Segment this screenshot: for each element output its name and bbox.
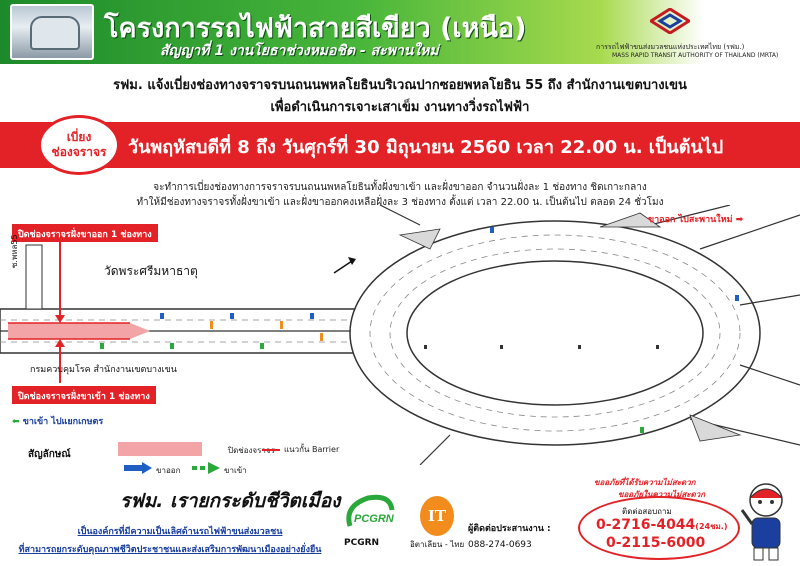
traffic-island — [398, 228, 441, 250]
notice-line-2: เพื่อดำเนินการเจาะเสาเข็ม งานทางวิ่งรถไฟ… — [270, 100, 530, 115]
outbound-marker — [735, 295, 739, 301]
italian-thai-logo-icon: IT — [420, 496, 454, 536]
badge-line-2: ช่องจราจร — [51, 145, 107, 159]
road-branch — [649, 205, 731, 226]
roundabout-island — [406, 260, 704, 406]
legend-closed-swatch — [118, 442, 202, 456]
outbound-direction-label: ขาออก ไปสะพานใหม่ ➡ — [648, 212, 743, 226]
outbound-marker — [310, 313, 314, 319]
work-block — [424, 345, 427, 349]
north-arrow-head — [348, 257, 356, 265]
arrow-right-icon: ➡ — [735, 215, 744, 225]
north-arrow — [333, 260, 353, 274]
outbound-arrow-icon — [124, 462, 152, 474]
pcgrn-logo-text: PCGRN — [354, 513, 395, 525]
org-vision-line-1: เป็นองค์กรที่มีความเป็นเลิศด้านรถไฟฟ้าขน… — [77, 527, 283, 537]
skytrain-photo — [10, 4, 94, 60]
road-branch — [739, 294, 800, 306]
apology-line-1: ขออภัยที่ได้รับความไม่สะดวก — [594, 478, 696, 487]
mrta-name-english: MASS RAPID TRANSIT AUTHORITY OF THAILAND… — [612, 52, 779, 59]
inbound-marker — [640, 427, 644, 433]
inbound-direction-text: ขาเข้า ไปแยกเกษตร — [22, 417, 104, 427]
temple-label: วัดพระศรีมหาธาตุ — [104, 264, 198, 278]
contact-phone-1: 0-2716-4044(24ชม.) — [596, 517, 727, 533]
inbound-markers — [100, 343, 644, 433]
outbound-markers — [160, 227, 739, 319]
work-block — [578, 345, 581, 349]
legend-barrier-label: แนวกั้น Barrier — [284, 445, 340, 454]
soi-road — [25, 244, 43, 310]
banner-date-text: วันพฤหัสบดีที่ 8 ถึง วันศุกร์ที่ 30 มิถุ… — [128, 137, 724, 158]
coordinator-phone: 088-274-0693 — [468, 540, 532, 550]
inbound-marker — [100, 343, 104, 349]
inbound-marker — [170, 343, 174, 349]
notice-line-1: รฟม. แจ้งเบี่ยงช่องทางจราจรบนถนนพหลโยธิน… — [113, 78, 687, 93]
offices-label: กรมควบคุมโรค สำนักงานเขตบางเขน — [30, 365, 177, 375]
description-line-2: ทำให้มีช่องทางจราจรทั้งฝั่งขาเข้า และฝั่… — [136, 197, 664, 208]
road-branch — [379, 205, 421, 226]
traffic-diagram — [0, 205, 800, 465]
legend-title: สัญลักษณ์ — [28, 449, 71, 460]
road-branch — [419, 434, 451, 465]
arrow-left-icon: ⬅ — [12, 417, 20, 427]
outbound-direction-text: ขาออก ไปสะพานใหม่ — [648, 215, 733, 225]
work-block — [500, 345, 503, 349]
barrier-marker — [320, 333, 323, 341]
inbound-direction-label: ⬅ ขาเข้า ไปแยกเกษตร — [12, 414, 103, 428]
inbound-marker — [260, 343, 264, 349]
lane-diversion-badge: เบี่ยง ช่องจราจร — [38, 115, 120, 175]
mrta-name-thai: การรถไฟฟ้าขนส่งมวลชนแห่งประเทศไทย (รฟม.) — [596, 43, 745, 51]
legend-outbound-label: ขาออก — [156, 466, 181, 475]
contact-phone-1-number: 0-2716-4044 — [596, 517, 696, 533]
inbound-arrow-icon — [192, 462, 220, 474]
roundabout-lane — [369, 234, 741, 432]
description-line-1: จะทำการเบี่ยงช่องทางการจราจรบนถนนพหลโยธิ… — [153, 182, 647, 193]
soi-label: ซ.พหล55 — [10, 234, 19, 268]
road-branch — [699, 214, 800, 250]
legend-barrier-swatch — [262, 449, 280, 451]
barrier-marker — [280, 321, 283, 329]
barrier-marker — [210, 321, 213, 329]
project-subtitle: สัญญาที่ 1 งานโยธาช่วงหมอชิต - สะพานใหม่ — [160, 43, 439, 59]
legend-closed-label: ปิดช่องจราจร — [228, 446, 275, 455]
mrta-slogan: รฟม. เรายกระดับชีวิตเมือง — [120, 490, 341, 512]
outbound-marker — [230, 313, 234, 319]
date-banner — [0, 122, 800, 168]
mrta-logo-icon — [650, 8, 690, 34]
callout-arrowhead — [55, 339, 65, 347]
closed-outbound-label: ปิดช่องจราจรฝั่งขาออก 1 ช่องทาง — [12, 224, 158, 242]
coordinator-label: ผู้ติดต่อประสานงาน : — [468, 524, 551, 534]
badge-line-1: เบี่ยง — [66, 130, 92, 144]
contact-oval — [578, 496, 740, 560]
callout-arrowhead — [55, 315, 65, 323]
contractor-pcgrn: PCGRN — [344, 538, 380, 548]
org-vision-line-2: ที่สามารถยกระดับคุณภาพชีวิตประชาชนและส่ง… — [18, 545, 322, 555]
contact-phone-1-suffix: (24ชม.) — [695, 522, 728, 531]
traffic-island — [689, 414, 742, 442]
outbound-marker — [490, 227, 494, 233]
contractor-italian-thai: อิตาเลียน - ไทย — [410, 540, 465, 549]
project-title: โครงการรถไฟฟ้าสายสีเขียว (เหนือ) — [104, 13, 527, 44]
roundabout-lane — [389, 248, 721, 418]
contact-phone-2: 0-2115-6000 — [606, 535, 706, 551]
contact-label: ติดต่อสอบถาม — [622, 507, 672, 516]
mascot-icon — [740, 483, 783, 561]
traffic-island — [599, 212, 662, 228]
apology-line-2: ขออภัยในความไม่สะดวก — [618, 490, 706, 499]
closed-lane-area — [8, 323, 150, 339]
road-branch — [739, 364, 800, 386]
outbound-marker — [160, 313, 164, 319]
closed-inbound-label: ปิดช่องจราจรฝั่งขาเข้า 1 ช่องทาง — [12, 386, 156, 404]
legend-inbound-label: ขาเข้า — [224, 466, 247, 475]
pcgrn-logo-icon: PCGRN — [346, 494, 395, 527]
work-block — [656, 345, 659, 349]
barrier-markers — [210, 321, 323, 341]
